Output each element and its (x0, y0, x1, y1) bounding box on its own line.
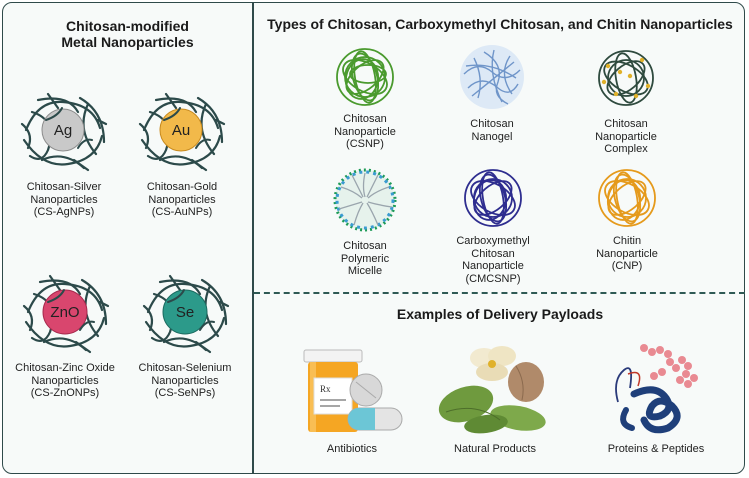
antibiotics-label: Antibiotics (326, 443, 378, 455)
zinc-oxide-nanoparticle-icon (22, 274, 110, 354)
caption-line: (CSNP) (346, 138, 384, 150)
caption-line: Nanoparticle (595, 130, 657, 143)
csnp-caption: Chitosan Nanoparticle (CSNP) (318, 113, 412, 151)
selenium-symbol: Se (175, 303, 195, 321)
caption-line: Chitosan-Selenium (138, 362, 232, 374)
caption-line: (CMCSNP) (465, 272, 521, 285)
polymeric-micelle-icon (333, 168, 397, 232)
caption-line: Carboxymethyl (456, 235, 530, 247)
caption-line: Chitosan (471, 247, 515, 260)
complex-caption: Chitosan Nanoparticle Complex (578, 118, 674, 156)
caption-line: Nanoparticle (596, 247, 658, 260)
caption-line: Chitosan-Gold (146, 181, 218, 193)
plant-icon (438, 346, 546, 434)
chitin-caption: Chitin Nanoparticle (CNP) (580, 235, 674, 273)
natural-products-label: Natural Products (454, 443, 536, 455)
svg-text:Rx: Rx (320, 384, 331, 394)
selenium-nanoparticle-icon (142, 274, 230, 354)
pill-bottle-icon: Rx (303, 349, 403, 432)
csnp-icon (336, 48, 394, 106)
caption-line: Nanoparticles (30, 193, 98, 206)
caption-line: Nanoparticle (334, 125, 396, 138)
protein-icon (615, 344, 698, 434)
caption-line: Polymeric (340, 252, 390, 265)
caption-line: (CS-ZnONPs) (30, 387, 100, 399)
zinc-oxide-caption: Chitosan-Zinc Oxide Nanoparticles (CS-Zn… (4, 362, 126, 400)
left-title-line1: Chitosan-modified (66, 18, 189, 34)
chitin-nanoparticle-icon (598, 169, 656, 227)
caption-line: Nanoparticles (151, 374, 219, 387)
selenium-caption: Chitosan-Selenium Nanoparticles (CS-SeNP… (128, 362, 242, 400)
caption-line: Chitosan (470, 118, 514, 130)
caption-line: Nanoparticle (462, 260, 524, 272)
cmcsnp-icon (464, 169, 522, 227)
silver-nanoparticle-icon (20, 92, 108, 172)
caption-line: (CS-SeNPs) (154, 387, 216, 399)
left-panel-title: Chitosan-modified Metal Nanoparticles (20, 18, 235, 50)
caption-line: Chitin (612, 235, 642, 247)
panel-divider-dashed (254, 292, 745, 294)
panel-divider-vertical (252, 2, 254, 474)
proteins-peptides-label: Proteins & Peptides (607, 443, 705, 455)
nanogel-caption: Chitosan Nanogel (446, 118, 538, 143)
caption-line: Chitosan-Zinc Oxide (15, 362, 115, 374)
gold-nanoparticle-icon (138, 92, 226, 172)
nanoparticle-complex-icon (598, 50, 654, 106)
caption-line: Chitosan (604, 118, 648, 130)
gold-symbol: Au (171, 121, 191, 139)
left-title-line2: Metal Nanoparticles (61, 34, 194, 50)
caption-line: Chitosan (343, 240, 387, 252)
caption-line: (CS-AuNPs) (151, 206, 213, 218)
zinc-oxide-symbol: ZnO (50, 303, 80, 321)
caption-line: Chitosan (343, 113, 387, 125)
micelle-caption: Chitosan Polymeric Micelle (318, 240, 412, 278)
silver-caption: Chitosan-Silver Nanoparticles (CS-AgNPs) (14, 181, 114, 219)
silver-symbol: Ag (53, 121, 73, 139)
gold-caption: Chitosan-Gold Nanoparticles (CS-AuNPs) (132, 181, 232, 219)
payload-panel-title: Examples of Delivery Payloads (396, 306, 604, 322)
caption-line: Nanoparticles (31, 374, 99, 387)
caption-line: Complex (604, 143, 648, 155)
cmcsnp-caption: Carboxymethyl Chitosan Nanoparticle (CMC… (442, 235, 544, 285)
caption-line: Nanoparticles (148, 193, 216, 206)
types-panel-title: Types of Chitosan, Carboxymethyl Chitosa… (267, 16, 733, 32)
caption-line: (CNP) (611, 260, 643, 272)
nanogel-icon (460, 45, 524, 109)
caption-line: Chitosan-Silver (26, 181, 102, 193)
caption-line: Nanogel (471, 130, 513, 143)
caption-line: Micelle (347, 265, 383, 277)
caption-line: (CS-AgNPs) (33, 206, 95, 218)
